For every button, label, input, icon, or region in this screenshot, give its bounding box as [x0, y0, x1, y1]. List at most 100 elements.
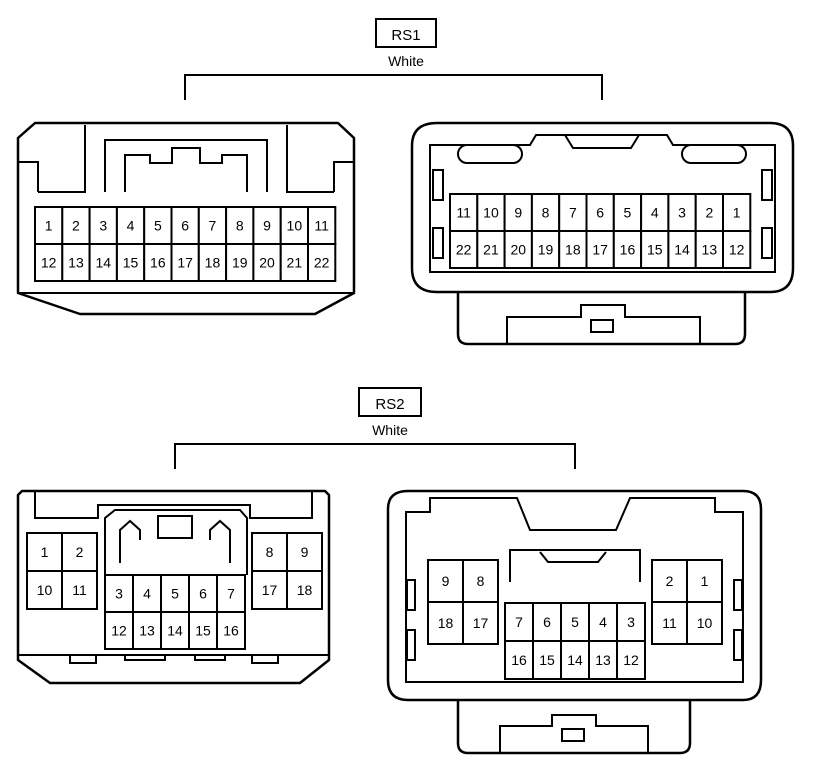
- pin-cell: [449, 230, 479, 269]
- rs2-right-latch: [539, 551, 607, 563]
- pin-number: 1: [41, 544, 49, 560]
- rs1-right-rib-3: [761, 169, 773, 201]
- pin-cell: [686, 601, 723, 645]
- pin-number: 2: [666, 573, 674, 589]
- pin-cell: [115, 243, 146, 282]
- rs1-left-latch-frame-r: [286, 125, 334, 193]
- pin-cell: [197, 206, 228, 245]
- pin-number: 16: [511, 652, 527, 668]
- pin-cell: [503, 193, 533, 232]
- pin-number: 1: [701, 573, 709, 589]
- pin-number: 6: [199, 586, 207, 602]
- pin-cell: [188, 611, 218, 650]
- pin-number: 12: [729, 242, 745, 258]
- rs2-right-center-recess: [509, 549, 641, 582]
- pin-number: 5: [171, 586, 179, 602]
- pin-number: 3: [678, 205, 686, 221]
- rs2-left-foot-2: [124, 654, 166, 661]
- pin-number: 9: [514, 205, 522, 221]
- pin-number: 5: [571, 614, 579, 630]
- pin-cell: [307, 206, 337, 245]
- pin-number: 14: [95, 255, 111, 271]
- pin-cell: [252, 243, 282, 282]
- rs2-left-top-frame: [34, 491, 313, 519]
- pin-cell: [34, 206, 64, 245]
- pin-cell: [26, 570, 63, 610]
- pin-cell: [216, 611, 246, 650]
- pin-number: 22: [314, 255, 330, 271]
- rs1-left-latch-outer: [104, 139, 268, 192]
- rs2-right-rib-2: [406, 629, 416, 661]
- rs1-right-bottom-tab: [456, 292, 747, 346]
- pin-number: 10: [37, 582, 53, 598]
- rs2-right-rib-4: [733, 629, 743, 661]
- rs2-bracket: [174, 443, 576, 469]
- pin-cell: [61, 206, 91, 245]
- pin-number: 18: [438, 615, 454, 631]
- rs1-right-housing: [410, 121, 795, 294]
- pin-number: 14: [567, 652, 583, 668]
- rs2-right-bottom-tab: [456, 700, 692, 755]
- pin-number: 11: [456, 205, 471, 221]
- pin-number: 6: [543, 614, 551, 630]
- pin-number: 1: [733, 205, 741, 221]
- pin-number: 7: [569, 205, 577, 221]
- pin-cell: [104, 611, 134, 650]
- pin-number: 20: [510, 242, 526, 258]
- pin-number: 13: [68, 255, 84, 271]
- pin-number: 18: [205, 255, 221, 271]
- pin-number: 12: [41, 255, 57, 271]
- pin-number: 7: [209, 218, 217, 234]
- pin-number: 2: [76, 544, 84, 560]
- rs1-right-slot-right: [681, 144, 747, 164]
- pin-number: 7: [227, 586, 235, 602]
- pin-cell: [197, 243, 228, 282]
- rs1-right-inner-frame: [429, 134, 776, 273]
- pin-number: 21: [287, 255, 303, 271]
- pin-number: 18: [565, 242, 581, 258]
- pin-number: 9: [263, 218, 271, 234]
- pin-cell: [216, 574, 246, 613]
- pin-number: 11: [314, 218, 329, 234]
- pin-cell: [651, 601, 688, 645]
- pin-number: 14: [167, 623, 183, 639]
- rs2-left-latch-outer: [104, 509, 248, 575]
- pin-number: 5: [624, 205, 632, 221]
- pin-number: 16: [150, 255, 166, 271]
- rs2-left-foot-4: [251, 654, 279, 664]
- rs2-left-latch-hook-l: [119, 519, 141, 563]
- pin-cell: [307, 243, 337, 282]
- rs2-right-bottom-lock: [499, 714, 649, 753]
- pin-number: 10: [697, 615, 713, 631]
- pin-number: 10: [287, 218, 303, 234]
- pin-cell: [160, 611, 190, 650]
- pin-number: 19: [232, 255, 248, 271]
- pin-cell: [585, 193, 615, 232]
- rs2-label: RS2: [375, 396, 404, 413]
- rs2-right-inner-frame: [405, 497, 744, 683]
- pin-number: 20: [259, 255, 275, 271]
- pin-number: 12: [111, 623, 127, 639]
- rs1-label: RS1: [391, 27, 420, 44]
- rs1-right-rib-2: [432, 227, 444, 259]
- rs1-left-latch-inner: [124, 147, 248, 192]
- pin-cell: [251, 570, 288, 610]
- pin-number: 13: [595, 652, 611, 668]
- pin-cell: [530, 230, 561, 269]
- pin-cell: [170, 243, 200, 282]
- pin-number: 13: [702, 242, 718, 258]
- pin-cell: [616, 602, 646, 642]
- pin-number: 8: [477, 573, 485, 589]
- rs2-right-housing: [386, 489, 763, 702]
- pin-number: 8: [236, 218, 244, 234]
- pin-cell: [462, 601, 499, 645]
- rs1-right-rib-1: [432, 169, 444, 201]
- rs2-label-box: [358, 387, 422, 417]
- pin-number: 12: [623, 652, 639, 668]
- pin-number: 3: [627, 614, 635, 630]
